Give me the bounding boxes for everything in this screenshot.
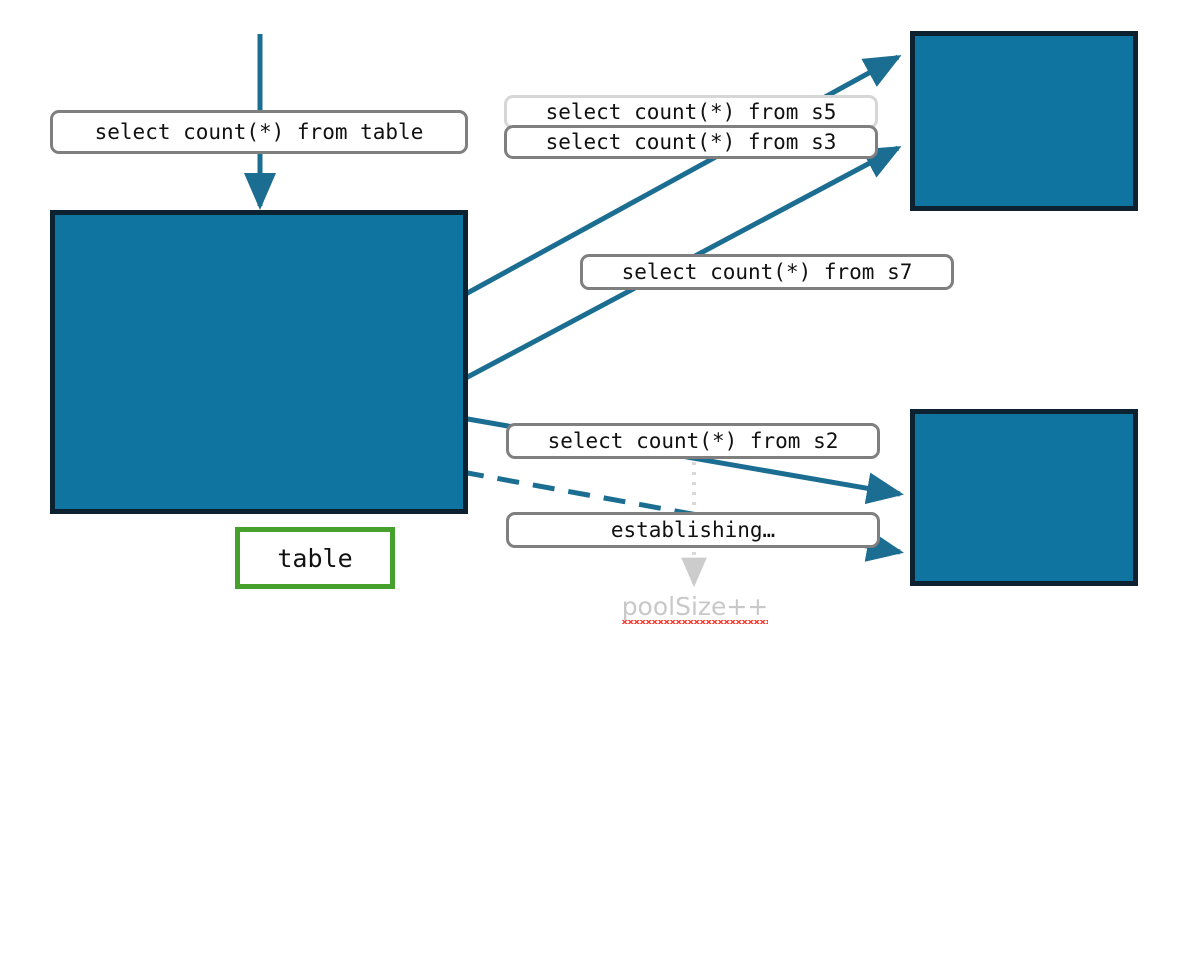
label-query-s5[interactable]: select count(*) from s5 (504, 95, 878, 129)
label-query-s2[interactable]: select count(*) from s2 (506, 423, 880, 459)
pool-bottom-container: s2 s6 s4 (910, 409, 1138, 586)
annotation-poolsize-text: poolSize++ (621, 592, 769, 624)
label-query-s7[interactable]: select count(*) from s7 (580, 254, 954, 290)
table-container: table (50, 210, 468, 589)
label-establishing[interactable]: establishing… (506, 512, 880, 548)
annotation-poolsize: poolSize++ (560, 592, 830, 621)
pool-top-container: s1 s3 s5 s7 (910, 31, 1138, 211)
label-query-s3[interactable]: select count(*) from s3 (504, 125, 878, 159)
node-table[interactable]: table (235, 527, 395, 589)
diagram-canvas: table s1 s3 s5 s7 s2 s6 s4 select count(… (50, 31, 1138, 621)
label-entry-query[interactable]: select count(*) from table (50, 110, 468, 154)
